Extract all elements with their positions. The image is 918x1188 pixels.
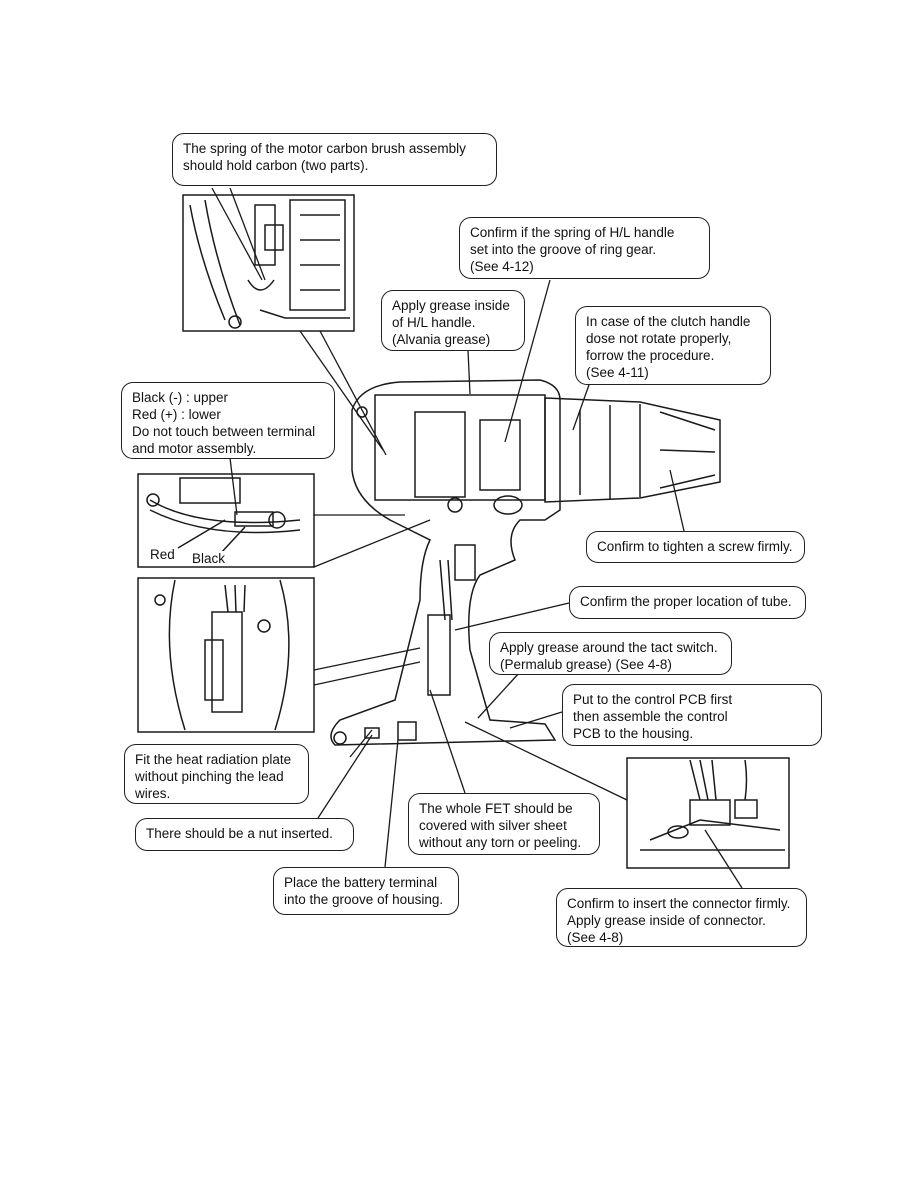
callout-clutch: In case of the clutch handle dose not ro…: [575, 306, 771, 385]
inset-heat-plate: [137, 577, 315, 733]
callout-carbon-brush: The spring of the motor carbon brush ass…: [172, 133, 497, 186]
callout-battery-terminal: Place the battery terminal into the groo…: [273, 867, 459, 915]
callout-tact-switch: Apply grease around the tact switch. (Pe…: [489, 632, 732, 675]
label-black-wire: Black: [190, 551, 228, 566]
leader-lines: [211, 187, 743, 889]
callout-connector: Confirm to insert the connector firmly. …: [556, 888, 807, 947]
inset-connector: [626, 757, 790, 869]
callout-grease-hl: Apply grease inside of H/L handle. (Alva…: [381, 290, 525, 351]
callout-screw: Confirm to tighten a screw firmly.: [586, 531, 805, 563]
callout-hl-spring: Confirm if the spring of H/L handle set …: [459, 217, 710, 279]
callout-fet: The whole FET should be covered with sil…: [408, 793, 600, 855]
label-red-wire: Red: [148, 547, 177, 562]
inset-carbon-brush: [182, 194, 355, 332]
callout-control-pcb: Put to the control PCB first then assemb…: [562, 684, 822, 746]
callout-tube: Confirm the proper location of tube.: [569, 586, 806, 619]
callout-heat-plate: Fit the heat radiation plate without pin…: [124, 744, 309, 804]
callout-nut: There should be a nut inserted.: [135, 818, 354, 851]
drill-body: [330, 379, 721, 746]
callout-terminal-wires: Black (-) : upper Red (+) : lower Do not…: [121, 382, 335, 459]
